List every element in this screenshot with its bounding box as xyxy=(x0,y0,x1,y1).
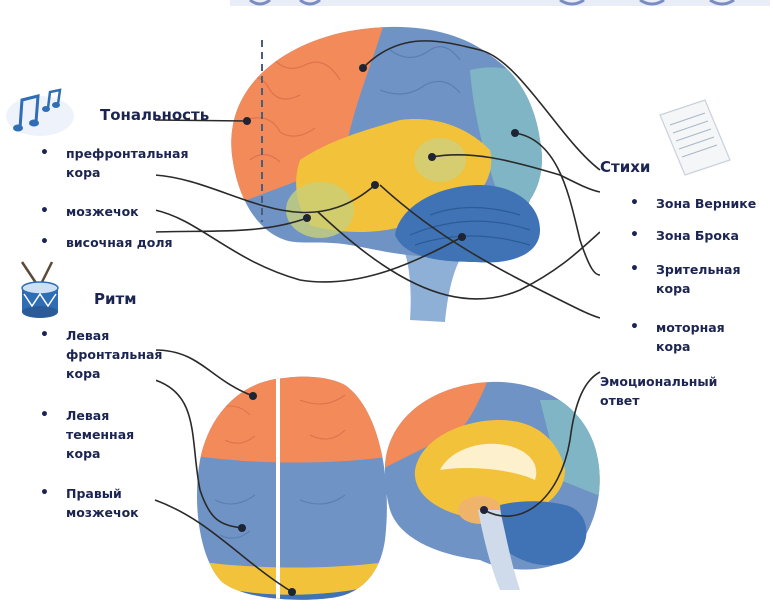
verses-emotional-response: Эмоциональный ответ xyxy=(600,372,750,410)
tonality-item-temporal: височная доля xyxy=(66,233,216,252)
verses-item-broca: Зона Брока xyxy=(656,226,772,245)
rhythm-heading: Ритм xyxy=(94,290,136,308)
broca-area xyxy=(286,182,354,238)
verses-heading: Стихи xyxy=(600,158,650,176)
midsagittal-brain xyxy=(380,375,610,590)
verses-item-motor: моторная кора xyxy=(656,318,736,356)
rhythm-item-left-frontal: Левая фронтальная кора xyxy=(66,326,164,383)
top-banner-fragment xyxy=(230,0,770,6)
tonality-item-prefrontal: префронтальная кора xyxy=(66,144,216,182)
verses-item-wernicke: Зона Вернике xyxy=(656,194,772,213)
rhythm-item-right-cerebellum: Правый мозжечок xyxy=(66,484,162,522)
paper-sheet-icon xyxy=(660,100,730,175)
music-notes-icon xyxy=(6,90,74,136)
top-frontal xyxy=(190,370,400,463)
tonality-item-cerebellum: мозжечок xyxy=(66,202,216,221)
verses-item-visual: Зрительная кора xyxy=(656,260,744,298)
drum-icon xyxy=(22,262,58,318)
wernicke-area xyxy=(414,138,466,182)
top-brain xyxy=(190,370,400,609)
rhythm-item-left-parietal: Левая теменная кора xyxy=(66,406,150,463)
side-brain xyxy=(220,20,560,322)
tonality-heading: Тональность xyxy=(100,106,209,124)
